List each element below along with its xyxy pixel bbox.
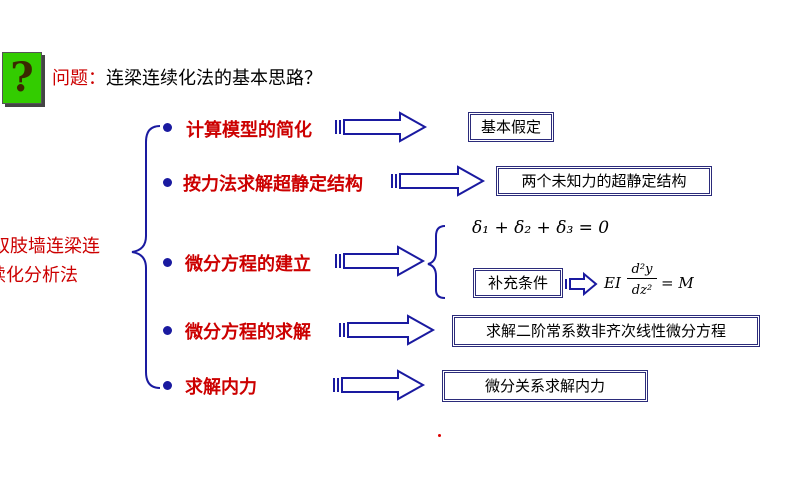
step-label-1: 计算模型的简化 [186, 120, 312, 141]
question-mark-icon: ? [10, 54, 34, 101]
compatibility-equation: δ₁ + δ₂ + δ₃ = 0 [472, 218, 610, 238]
main-brace [131, 125, 161, 389]
ode-rhs: = M [661, 274, 694, 292]
supplement-label: 补充条件 [487, 274, 548, 292]
step-bullet [163, 381, 172, 390]
step-label-2: 按力法求解超静定结构 [183, 174, 363, 195]
step-bullet [163, 123, 172, 132]
result-box-1: 基本假定 [468, 112, 554, 142]
arrow-1 [335, 111, 428, 143]
arrow-3 [335, 245, 426, 277]
result-text-4: 求解二阶常系数非齐次线性微分方程 [485, 322, 726, 340]
question-label: 问题： [52, 68, 106, 89]
topic-line-1: 双肢墙连梁连 [0, 236, 100, 257]
question-badge: ? [2, 52, 42, 104]
result-box-4: 求解二阶常系数非齐次线性微分方程 [452, 315, 760, 347]
arrow-2 [391, 165, 486, 197]
result-box-5: 微分关系求解内力 [442, 370, 648, 402]
step-label-3: 微分方程的建立 [185, 254, 311, 275]
step-label-4: 微分方程的求解 [185, 322, 311, 343]
question-text: 连梁连续化法的基本思路？ [106, 68, 322, 89]
result-box-2: 两个未知力的超静定结构 [496, 166, 712, 196]
step-bullet [163, 326, 172, 335]
step-label-5: 求解内力 [185, 377, 257, 398]
result-text-5: 微分关系求解内力 [484, 377, 605, 395]
question-heading: 问题：连梁连续化法的基本思路？ [52, 64, 322, 90]
equation-brace [427, 225, 446, 299]
topic-label: 双肢墙连梁连 续化分析法 [0, 232, 120, 290]
red-dot-mark [438, 434, 441, 437]
arrow-5 [333, 369, 426, 401]
ode-denominator: dz² [631, 283, 653, 298]
ode-lhs: EI [604, 274, 621, 292]
arrow-4 [339, 314, 436, 346]
step-bullet [163, 258, 172, 267]
arrow-supplement [565, 271, 598, 297]
topic-line-2: 续化分析法 [0, 265, 78, 286]
step-bullet [163, 178, 172, 187]
ode-numerator: d²y [627, 262, 657, 279]
result-text-2: 两个未知力的超静定结构 [521, 172, 687, 190]
supplement-box: 补充条件 [473, 268, 563, 298]
result-text-1: 基本假定 [480, 118, 541, 136]
